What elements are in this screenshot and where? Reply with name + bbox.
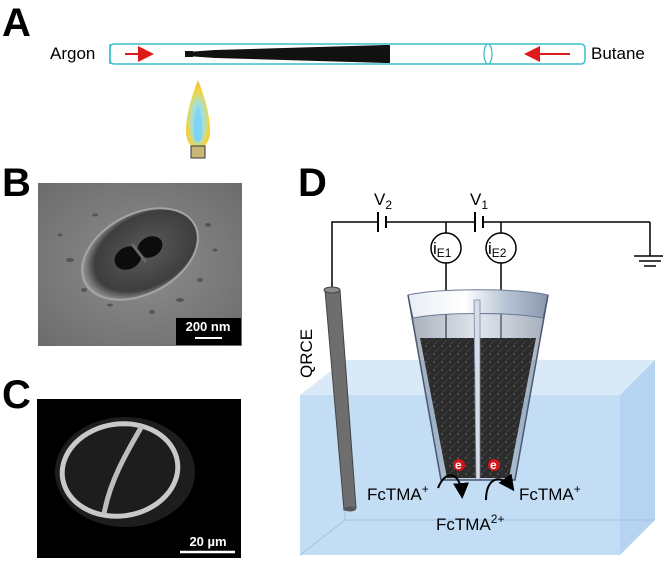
butane-label: Butane: [591, 44, 645, 63]
argon-label: Argon: [50, 44, 95, 63]
electron-left: e: [453, 458, 465, 472]
sem-image: 200 nm: [38, 183, 242, 346]
voltage-source-v2: [377, 212, 387, 232]
fctma-plus-right-label: FcTMA+: [519, 482, 581, 504]
fctma-2plus-label: FcTMA2+: [436, 512, 504, 534]
ground-icon: [634, 255, 663, 267]
flame-icon: [186, 80, 210, 159]
ammeter-ie2: iE2: [485, 232, 517, 264]
v1-label: V1: [470, 190, 488, 212]
svg-text:iE2: iE2: [488, 239, 507, 260]
carbon-fill: [187, 45, 390, 63]
capillary-tube: [109, 43, 586, 65]
svg-text:e: e: [455, 458, 462, 472]
electron-right: e: [488, 458, 500, 472]
svg-text:iE1: iE1: [433, 239, 452, 260]
panel-label-d: D: [298, 161, 327, 205]
panel-label-c: C: [2, 373, 31, 417]
reduction-arrow: [485, 473, 515, 501]
fctma-plus-left-label: FcTMA+: [367, 482, 429, 504]
qrce-electrode: [323, 286, 357, 512]
theta-capillary: [407, 289, 549, 481]
panel-label-b: B: [2, 161, 31, 205]
qrce-label: QRCE: [297, 329, 316, 378]
voltage-source-v1: [474, 212, 484, 232]
ammeter-ie1: iE1: [430, 232, 462, 264]
svg-text:e: e: [490, 458, 497, 472]
panel-label-a: A: [2, 1, 31, 45]
fluorescence-image: 20 µm: [37, 399, 241, 558]
oxidation-arrow: [437, 474, 470, 499]
scale-bar-c-label: 20 µm: [189, 534, 226, 549]
scale-bar-b-label: 200 nm: [186, 319, 231, 334]
v2-label: V2: [374, 190, 392, 212]
